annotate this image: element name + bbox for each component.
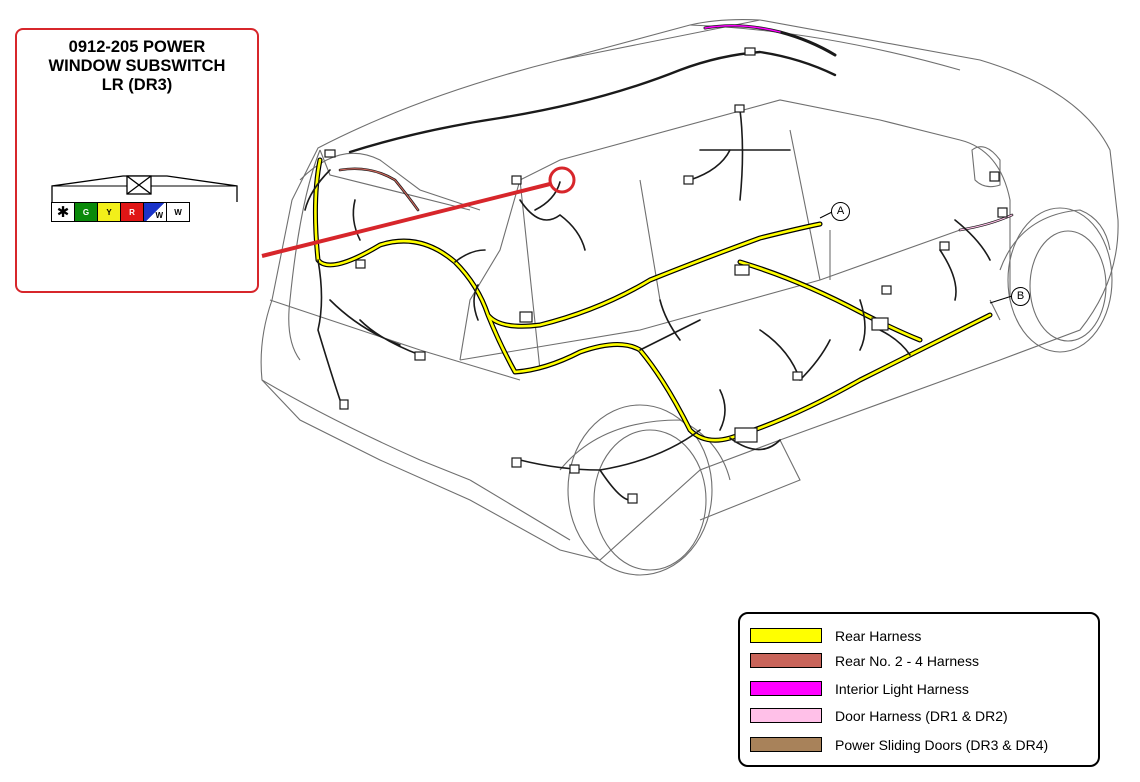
front-wheel	[999, 207, 1113, 353]
callout-leader-line	[261, 182, 551, 258]
connector-title-line-3: LR (DR3)	[101, 76, 173, 94]
pin-5: W	[143, 202, 167, 222]
legend-item-rear-harness: Rear Harness	[750, 626, 921, 645]
rear-wheel	[559, 404, 731, 576]
legend-item-power-sliding-doors: Power Sliding Doors (DR3 & DR4)	[750, 735, 1048, 754]
branch-wires	[304, 109, 991, 501]
harness-legend: Rear Harness Rear No. 2 - 4 Harness Inte…	[738, 612, 1100, 767]
pin-4: R	[120, 202, 144, 222]
pin-2: G	[74, 202, 98, 222]
marker-b: B	[1011, 287, 1030, 306]
legend-label: Door Harness (DR1 & DR2)	[835, 707, 1008, 724]
connector-callout: 0912-205 POWER WINDOW SUBSWITCH LR (DR3)…	[15, 28, 259, 293]
legend-label: Interior Light Harness	[835, 680, 969, 697]
legend-label: Rear Harness	[835, 627, 922, 644]
connectors	[324, 47, 1008, 504]
legend-swatch	[750, 737, 822, 752]
marker-a: A	[831, 202, 850, 221]
legend-swatch	[750, 708, 822, 723]
pin-1: ✱	[51, 202, 75, 222]
legend-swatch	[750, 653, 822, 668]
side-mirror	[971, 146, 1001, 188]
pin-6: W	[166, 202, 190, 222]
marker-a-leader	[819, 211, 833, 219]
connector-title-line-1: 0912-205 POWER	[68, 38, 206, 56]
connector-pin-row: ✱ G Y R W W	[51, 202, 190, 224]
legend-item-door-harness: Door Harness (DR1 & DR2)	[750, 706, 1008, 725]
connector-face-diagram: ✱ G Y R W W	[51, 173, 239, 225]
marker-b-leader	[989, 295, 1013, 304]
legend-label: Rear No. 2 - 4 Harness	[835, 652, 979, 669]
rear-harness-wire	[312, 157, 993, 443]
pin-3: Y	[97, 202, 121, 222]
legend-item-rear-no2-4-harness: Rear No. 2 - 4 Harness	[750, 651, 979, 670]
legend-swatch	[750, 628, 822, 643]
highlighted-connector-circle	[548, 166, 576, 194]
pin-5-label: W	[155, 211, 163, 220]
connector-housing	[51, 175, 238, 202]
legend-label: Power Sliding Doors (DR3 & DR4)	[835, 736, 1049, 753]
legend-item-interior-light-harness: Interior Light Harness	[750, 679, 969, 698]
connector-title: 0912-205 POWER WINDOW SUBSWITCH LR (DR3)	[17, 38, 257, 95]
legend-swatch	[750, 681, 822, 696]
vehicle-body-outline	[260, 19, 1119, 561]
connector-title-line-2: WINDOW SUBSWITCH	[48, 57, 226, 75]
